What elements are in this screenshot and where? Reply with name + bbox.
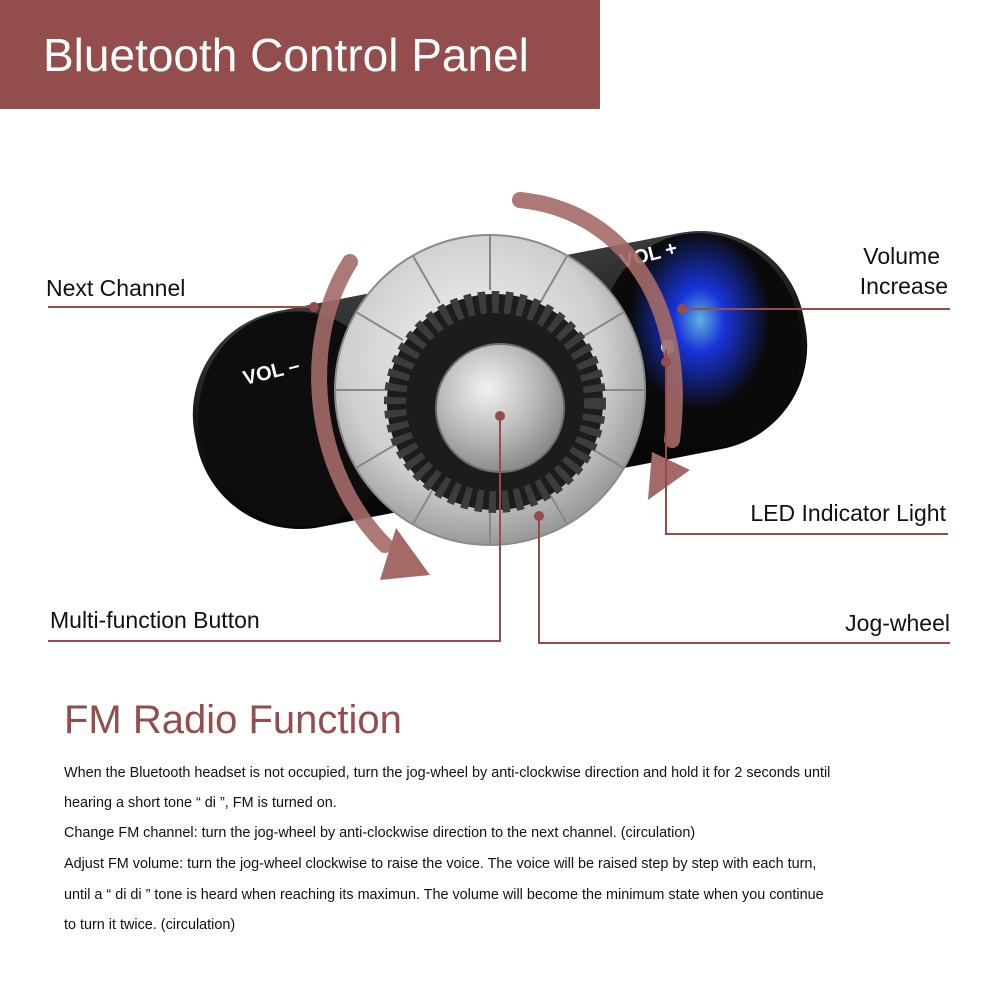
fm-line-2: hearing a short tone “ di ”, FM is turne… xyxy=(64,795,337,811)
callout-led-indicator: LED Indicator Light xyxy=(750,500,946,526)
device-diagram: VOL – VOL + xyxy=(48,192,950,644)
callout-volume-line2: Increase xyxy=(859,272,948,299)
callout-volume-line1: Volume xyxy=(863,243,940,269)
callout-next-channel: Next Channel xyxy=(46,275,186,301)
anticlockwise-arrow-icon xyxy=(311,254,393,553)
page-title: Bluetooth Control Panel xyxy=(43,29,529,81)
fm-line-3: Change FM channel: turn the jog-wheel by… xyxy=(64,825,696,841)
clockwise-arrow-icon xyxy=(512,192,683,448)
arrow-head-right xyxy=(648,452,690,500)
callout-multi-function: Multi-function Button xyxy=(50,607,260,633)
arrow-head-left xyxy=(380,528,430,580)
fm-line-1: When the Bluetooth headset is not occupi… xyxy=(64,765,831,781)
fm-line-5: until a “ di di ” tone is heard when rea… xyxy=(64,887,824,903)
callout-jog-wheel: Jog-wheel xyxy=(845,610,950,636)
fm-line-6: to turn it twice. (circulation) xyxy=(64,917,236,933)
fm-line-4: Adjust FM volume: turn the jog-wheel clo… xyxy=(64,856,817,872)
jog-wheel-line xyxy=(538,516,950,644)
callout-volume-increase: Volume Increase xyxy=(860,242,948,302)
title-bar: Bluetooth Control Panel xyxy=(0,0,600,109)
multi-function-line xyxy=(48,416,501,642)
fm-section-title: FM Radio Function xyxy=(64,698,402,742)
led-line xyxy=(665,350,948,535)
